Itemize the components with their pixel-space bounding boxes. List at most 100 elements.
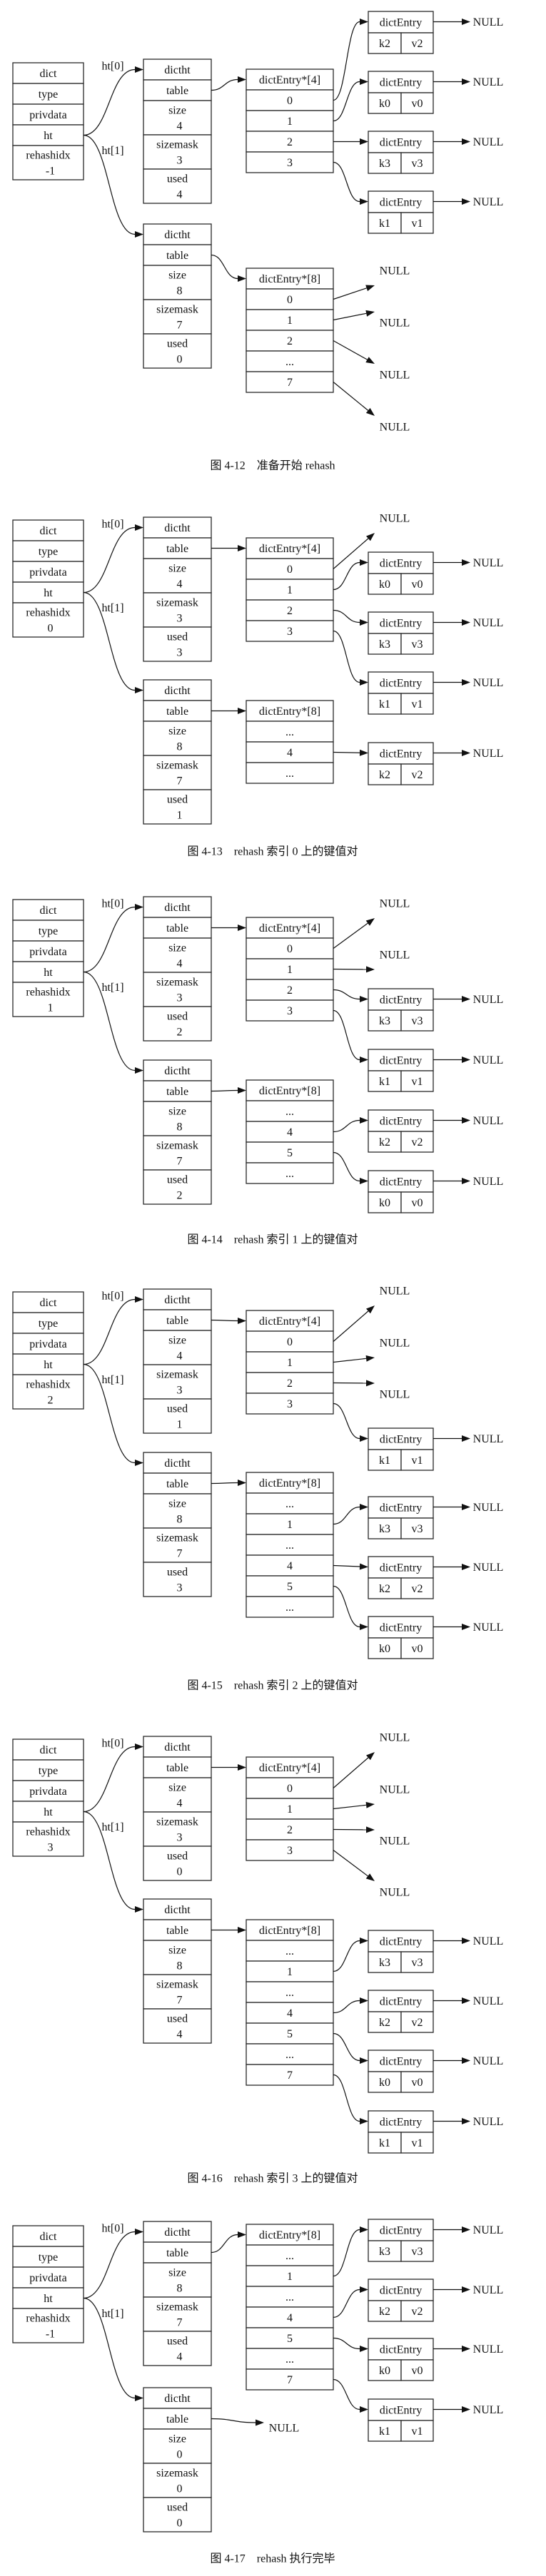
bucket-null-pointer-line (333, 341, 368, 360)
dictht-size-value: 0 (177, 2449, 183, 2461)
bucket-slot-label: 0 (287, 294, 293, 306)
bucket-entry-pointer-arrowhead-icon (360, 1435, 368, 1442)
next-pointer-arrowhead-icon (462, 1564, 470, 1570)
dict-entry-key-label: k0 (379, 1643, 390, 1655)
bucket-array-title-label: dictEntry*[4] (259, 1762, 320, 1774)
dictht-table-label: table (166, 1762, 188, 1774)
bucket-entry-pointer-line (333, 82, 360, 121)
null-label: NULL (380, 1338, 410, 1350)
bucket-slot-label: 2 (287, 1824, 293, 1836)
dictht-table-label: table (166, 543, 188, 555)
bucket-entry-pointer-arrowhead-icon (360, 198, 368, 205)
dict-entry-title-label: dictEntry (380, 197, 423, 209)
dict-rehashidx-label: rehashidx (26, 607, 70, 619)
bucket-null-pointer-line (333, 1850, 368, 1876)
ht1-edge-label: ht[1] (101, 1821, 123, 1833)
dict-entry-title-label: dictEntry (380, 618, 423, 630)
dictht-used-value: 4 (177, 189, 183, 201)
bucket-entry-pointer-line (333, 2001, 360, 2013)
dict-entry-value-label: v3 (412, 2246, 423, 2258)
table-pointer-line (211, 255, 238, 279)
bucket-entry-pointer-arrowhead-icon (360, 19, 368, 25)
dict-entry-key-label: k0 (379, 98, 390, 110)
figure-caption: 图 4-15 rehash 索引 2 上的键值对 (187, 1679, 358, 1692)
dictht-sizemask-value: 3 (177, 155, 183, 167)
next-pointer-arrowhead-icon (462, 2057, 470, 2064)
bucket-slot-label: 3 (287, 1398, 293, 1410)
ht1-edge-label: ht[1] (101, 2308, 123, 2320)
dict-entry-value-label: v3 (412, 1523, 423, 1535)
ht1-edge-label: ht[1] (101, 145, 123, 157)
dictht-table-label: table (166, 85, 188, 97)
next-pointer-arrowhead-icon (462, 619, 470, 626)
ht0-pointer-arrowhead-icon (135, 1296, 143, 1303)
dict-entry-title-label: dictEntry (380, 2285, 423, 2297)
bucket-entry-pointer-arrowhead-icon (360, 2406, 368, 2413)
ht0-pointer-line (84, 1300, 135, 1365)
dict-entry-title-label: dictEntry (380, 1996, 423, 2008)
table-pointer-arrowhead-icon (238, 76, 246, 83)
bucket-null-pointer-arrowhead-icon (365, 285, 375, 292)
null-label: NULL (380, 898, 410, 910)
dictht-sizemask-label: sizemask (156, 1369, 198, 1381)
dictht-size-label: size (168, 1335, 186, 1347)
dict-field-privdata-label: privdata (29, 2272, 66, 2284)
dictht-sizemask-label: sizemask (156, 2468, 198, 2480)
next-null-label: NULL (473, 748, 504, 760)
dictht-size-label: size (168, 726, 186, 738)
bucket-entry-pointer-line (333, 563, 360, 590)
dictht-used-label: used (167, 2502, 188, 2514)
dict-entry-key-label: k1 (379, 2425, 390, 2438)
dictht-table-label: table (166, 1086, 188, 1098)
bucket-entry-pointer-line (333, 1507, 360, 1524)
null-label: NULL (380, 422, 410, 434)
bucket-slot-label: 0 (287, 95, 293, 107)
null-label: NULL (380, 1286, 410, 1298)
dict-field-privdata-label: privdata (29, 109, 66, 121)
ht1-edge-label: ht[1] (101, 602, 123, 614)
table-pointer-line (211, 1320, 238, 1321)
figure-1: dicttypeprivdatahtrehashidx-1dicthttable… (13, 11, 503, 472)
dictht-size-value: 4 (177, 1350, 183, 1363)
next-pointer-arrowhead-icon (462, 996, 470, 1002)
next-pointer-arrowhead-icon (462, 1435, 470, 1442)
dictht-table-label: table (166, 250, 188, 262)
bucket-slot-label: 5 (287, 2333, 293, 2345)
dictht-sizemask-value: 0 (177, 2483, 183, 2495)
bucket-slot-label: 1 (287, 116, 293, 128)
next-pointer-arrowhead-icon (462, 19, 470, 25)
dict-entry-title-label: dictEntry (380, 2117, 423, 2129)
dict-entry-key-label: k3 (379, 2246, 390, 2258)
bucket-entry-pointer-arrowhead-icon (360, 78, 368, 85)
dict-entry-key-label: k0 (379, 2365, 390, 2377)
next-pointer-arrowhead-icon (462, 198, 470, 205)
dict-entry-title-label: dictEntry (380, 1176, 423, 1188)
bucket-entry-pointer-line (333, 631, 360, 683)
dictht-sizemask-value: 3 (177, 613, 183, 625)
dict-entry-title-label: dictEntry (380, 1434, 423, 1446)
dict-field-type-label: type (39, 1765, 59, 1777)
dict-entry-key-label: k2 (379, 1583, 390, 1595)
dictht-table-label: table (166, 706, 188, 718)
bucket-slot-label: 1 (287, 1357, 293, 1369)
ht0-edge-label: ht[0] (101, 519, 123, 531)
dict-entry-key-label: k0 (379, 1197, 390, 1209)
bucket-slot-label: 5 (287, 1147, 293, 1159)
dictht-used-value: 2 (177, 1190, 183, 1202)
dictht-size-label: size (168, 1106, 186, 1118)
bucket-slot-label: ... (285, 768, 294, 780)
dictht-used-label: used (167, 1011, 188, 1023)
figure-caption: 图 4-12 准备开始 rehash (210, 459, 335, 472)
dictht-sizemask-value: 3 (177, 1385, 183, 1397)
bucket-entry-pointer-line (333, 1153, 360, 1181)
bucket-null-pointer-line (333, 1805, 366, 1808)
dictht-size-value: 8 (177, 285, 183, 297)
bucket-slot-label: ... (285, 726, 294, 738)
